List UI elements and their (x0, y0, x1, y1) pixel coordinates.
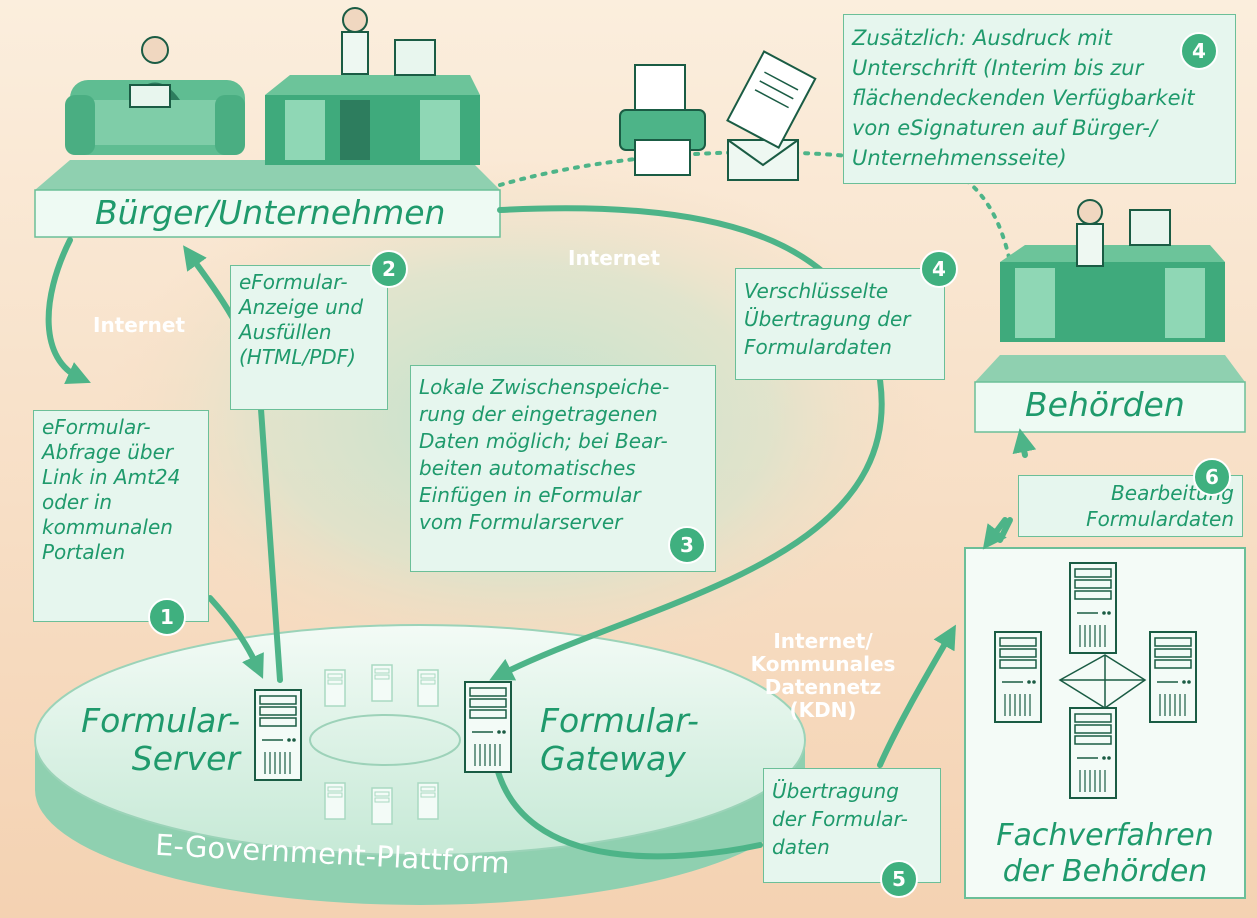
form-server-icon (254, 689, 302, 781)
processing-label: Fachverfahren der Behörden (996, 818, 1214, 889)
form-gateway-icon (464, 681, 512, 773)
platform-disc (34, 624, 806, 905)
step-4-transfer-box: Verschlüsselte Übertragung der Formulard… (735, 268, 945, 380)
citizen-platform (34, 160, 501, 238)
desk-illustration-authority (1000, 199, 1225, 342)
step-6-badge: 6 (1193, 458, 1231, 496)
kdn-label: Internet/ Kommunales Datennetz (KDN) (750, 629, 896, 722)
sofa-illustration (65, 36, 245, 155)
step-4-transfer-badge: 4 (920, 250, 958, 288)
processing-network-icon (994, 562, 1197, 799)
internet-label-left: Internet (93, 313, 186, 337)
authority-label: Behörden (1025, 385, 1185, 424)
form-server-label: Formular- Server (81, 701, 240, 778)
step-1-box: eFormular- Abfrage über Link in Amt24 od… (33, 410, 209, 622)
step-3-box: Lokale Zwischenspeiche- rung der eingetr… (410, 365, 716, 572)
internet-label-top: Internet (568, 246, 661, 270)
authority-platform (974, 355, 1246, 433)
step-5-badge: 5 (880, 860, 918, 898)
document-envelope-illustration (726, 50, 817, 181)
step-4-printout-box: Zusätzlich: Ausdruck mit Unterschrift (I… (843, 14, 1236, 184)
step-2-badge: 2 (370, 250, 408, 288)
citizen-label: Bürger/Unternehmen (95, 193, 446, 232)
network-ring-icon (309, 664, 461, 825)
printer-illustration (619, 64, 706, 176)
step-2-box: eFormular- Anzeige und Ausfüllen (HTML/P… (230, 265, 388, 410)
step-1-badge: 1 (148, 598, 186, 636)
step-4-printout-badge: 4 (1180, 32, 1218, 70)
step-5-box: Übertragung der Formular- daten (763, 768, 941, 883)
step-3-badge: 3 (668, 526, 706, 564)
desk-illustration-citizen (265, 7, 480, 165)
form-gateway-label: Formular- Gateway (540, 701, 699, 778)
